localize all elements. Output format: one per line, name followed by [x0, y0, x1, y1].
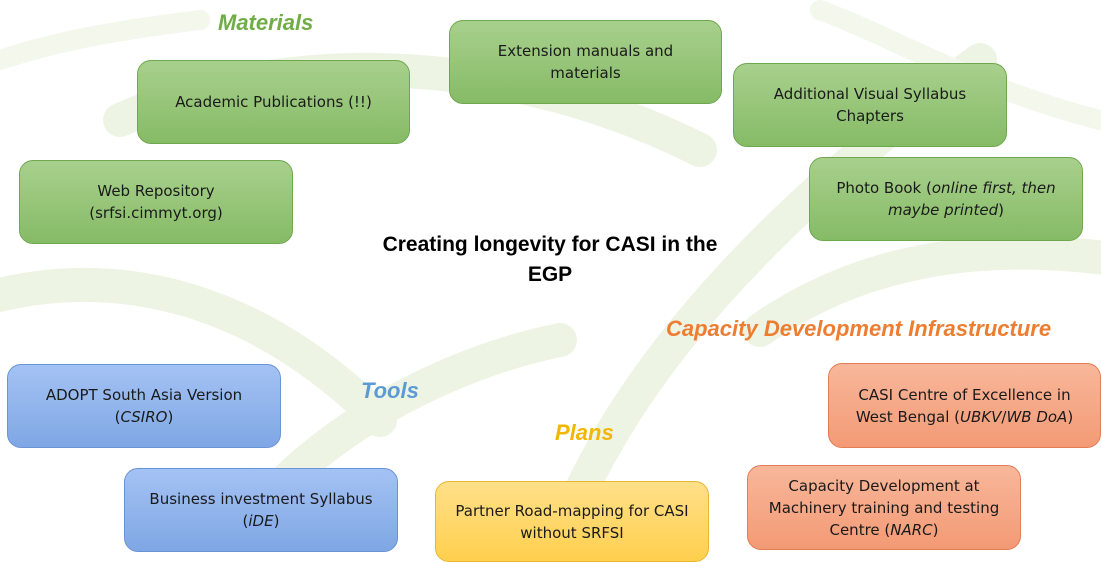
academic-publications-text: Academic Publications (!!)	[175, 93, 372, 111]
centre-of-excellence-text: CASI Centre of Excellence in West Bengal…	[855, 385, 1074, 426]
centre-of-excellence-box: CASI Centre of Excellence in West Bengal…	[828, 363, 1101, 448]
business-syllabus-text: Business investment Syllabus (iDE)	[149, 490, 373, 530]
adopt-text: ADOPT South Asia Version (CSIRO)	[45, 386, 243, 426]
road-mapping-text: Partner Road-mapping for CASI without SR…	[455, 501, 689, 542]
academic-publications-box: Academic Publications (!!)	[137, 60, 410, 144]
extension-manuals-text: Extension manuals and materials	[497, 42, 674, 82]
materials-label: Materials	[218, 10, 314, 35]
web-repository-text: Web Repository (srfsi.cimmyt.org)	[89, 182, 223, 222]
machinery-centre-text: Capacity Development at Machinery traini…	[768, 476, 1000, 539]
web-repository-box: Web Repository (srfsi.cimmyt.org)	[19, 160, 293, 244]
diagram-title: Creating longevity for CASI in the EGP	[382, 233, 718, 286]
photo-book-text: Photo Book (online first, then maybe pri…	[836, 179, 1056, 219]
tools-label: Tools	[361, 378, 419, 403]
adopt-box: ADOPT South Asia Version (CSIRO)	[7, 364, 281, 448]
business-syllabus-box: Business investment Syllabus (iDE)	[124, 468, 398, 552]
plans-label: Plans	[555, 420, 614, 445]
road-mapping-box: Partner Road-mapping for CASI without SR…	[435, 481, 709, 562]
visual-syllabus-text: Additional Visual Syllabus Chapters	[773, 85, 967, 125]
machinery-centre-box: Capacity Development at Machinery traini…	[747, 465, 1021, 550]
extension-manuals-box: Extension manuals and materials	[449, 20, 722, 104]
photo-book-box: Photo Book (online first, then maybe pri…	[809, 157, 1083, 241]
capacity-label: Capacity Development Infrastructure	[666, 316, 1052, 341]
visual-syllabus-box: Additional Visual Syllabus Chapters	[733, 63, 1007, 147]
